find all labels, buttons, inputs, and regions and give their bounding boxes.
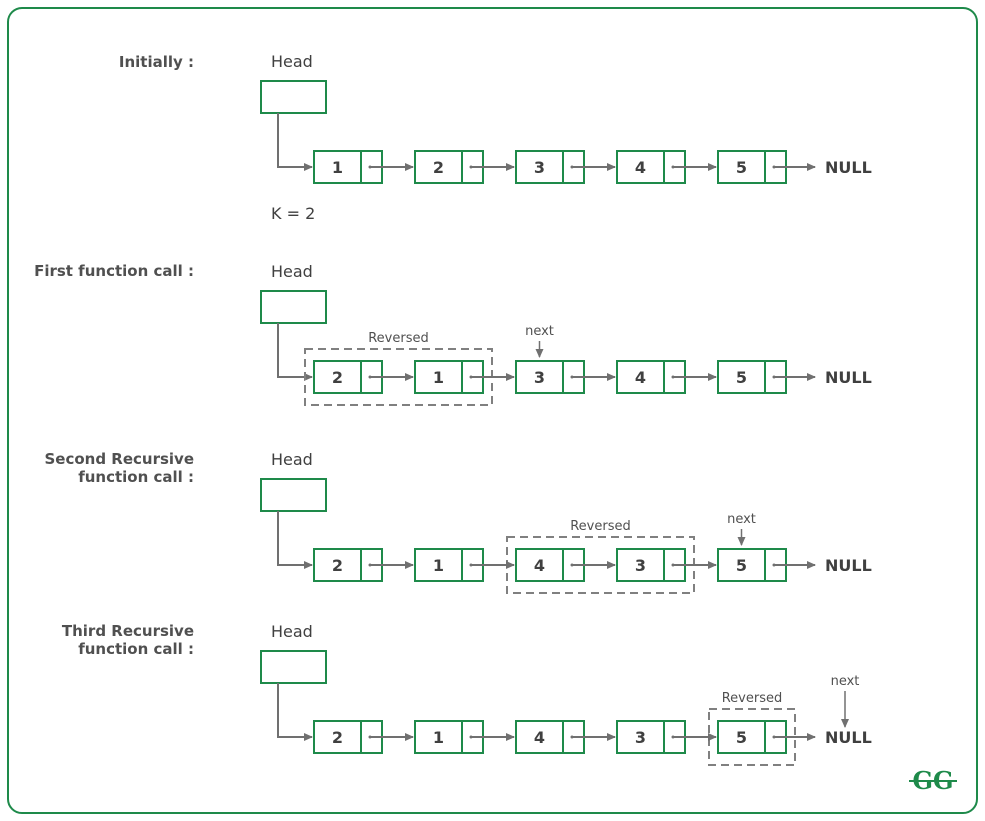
stage-1: Initially : Head 1 2 3 4 5 NULL	[119, 52, 872, 184]
pointer-dot	[772, 563, 776, 567]
stage-title: function call :	[78, 468, 194, 486]
head-label: Head	[271, 622, 313, 641]
null-label: NULL	[825, 368, 872, 387]
node-value: 1	[433, 728, 444, 747]
pointer-dot	[570, 563, 574, 567]
head-pointer-box	[260, 478, 327, 512]
next-label: next	[831, 674, 860, 689]
node-value: 2	[332, 368, 343, 387]
list-node: 3	[616, 720, 717, 754]
list-node: 1	[414, 360, 515, 394]
stage-title: function call :	[78, 640, 194, 658]
pointer-dot	[772, 735, 776, 739]
null-label: NULL	[825, 728, 872, 747]
node-value: 3	[534, 158, 545, 177]
gfg-logo: GG	[909, 766, 957, 795]
node-value: 5	[736, 158, 747, 177]
k-label: K = 2	[271, 204, 315, 223]
node-value: 5	[736, 368, 747, 387]
pointer-dot	[368, 375, 372, 379]
head-label: Head	[271, 52, 313, 71]
reversed-label: Reversed	[722, 691, 783, 706]
pointer-dot	[368, 165, 372, 169]
node-value: 1	[433, 368, 444, 387]
pointer-dot	[772, 165, 776, 169]
node-value: 3	[635, 556, 646, 575]
list-node: 4	[515, 720, 616, 754]
pointer-dot	[469, 563, 473, 567]
node-value: 5	[736, 556, 747, 575]
head-connector-arrow	[277, 323, 313, 381]
outer-frame	[7, 7, 978, 814]
list-node: 1	[414, 548, 515, 582]
pointer-dot	[772, 375, 776, 379]
list-node: 4	[616, 360, 717, 394]
node-value: 1	[332, 158, 343, 177]
head-pointer-box	[260, 290, 327, 324]
list-node: 2	[313, 360, 414, 394]
pointer-dot	[368, 563, 372, 567]
reversed-group-box	[708, 708, 796, 766]
pointer-dot	[570, 735, 574, 739]
node-value: 4	[635, 368, 646, 387]
node-value: 4	[534, 728, 545, 747]
head-connector-arrow	[277, 113, 313, 171]
list-node: 3	[515, 150, 616, 184]
node-value: 2	[332, 556, 343, 575]
list-node: 4	[616, 150, 717, 184]
list-node: 1	[414, 720, 515, 754]
pointer-dot	[570, 165, 574, 169]
node-value: 4	[534, 556, 545, 575]
stage-title: Second Recursive	[44, 450, 194, 468]
node-value: 2	[332, 728, 343, 747]
stage-title: Third Recursive	[62, 622, 194, 640]
head-pointer-box	[260, 650, 327, 684]
head-label: Head	[271, 262, 313, 281]
node-box	[515, 548, 585, 582]
node-value: 3	[534, 368, 545, 387]
node-value: 3	[635, 728, 646, 747]
list-node: 5	[717, 548, 816, 582]
list-node: 3	[515, 360, 616, 394]
list-node: 4	[515, 548, 616, 582]
list-node: 2	[313, 548, 414, 582]
null-label: NULL	[825, 158, 872, 177]
null-label: NULL	[825, 556, 872, 575]
list-node: 1	[313, 150, 414, 184]
pointer-dot	[671, 375, 675, 379]
list-node: 2	[414, 150, 515, 184]
reversed-label: Reversed	[368, 331, 429, 346]
list-node: 5	[717, 720, 816, 754]
node-value: 5	[736, 728, 747, 747]
head-connector-arrow	[277, 683, 313, 741]
list-node: 5	[717, 150, 816, 184]
node-box	[515, 150, 585, 184]
stage-title: Initially :	[119, 53, 194, 71]
pointer-dot	[671, 735, 675, 739]
head-connector-arrow	[277, 511, 313, 569]
pointer-dot	[469, 375, 473, 379]
pointer-dot	[368, 735, 372, 739]
list-node: 5	[717, 360, 816, 394]
list-node: 3	[616, 548, 717, 582]
node-value: 4	[635, 158, 646, 177]
stage-title: First function call :	[34, 262, 194, 280]
head-pointer-box	[260, 80, 327, 114]
next-label: next	[525, 324, 554, 339]
pointer-dot	[469, 165, 473, 169]
pointer-dot	[671, 165, 675, 169]
node-value: 1	[433, 556, 444, 575]
pointer-dot	[469, 735, 473, 739]
head-label: Head	[271, 450, 313, 469]
list-node: 2	[313, 720, 414, 754]
reversed-label: Reversed	[570, 519, 631, 534]
pointer-dot	[570, 375, 574, 379]
node-value: 2	[433, 158, 444, 177]
next-label: next	[727, 512, 756, 527]
pointer-dot	[671, 563, 675, 567]
